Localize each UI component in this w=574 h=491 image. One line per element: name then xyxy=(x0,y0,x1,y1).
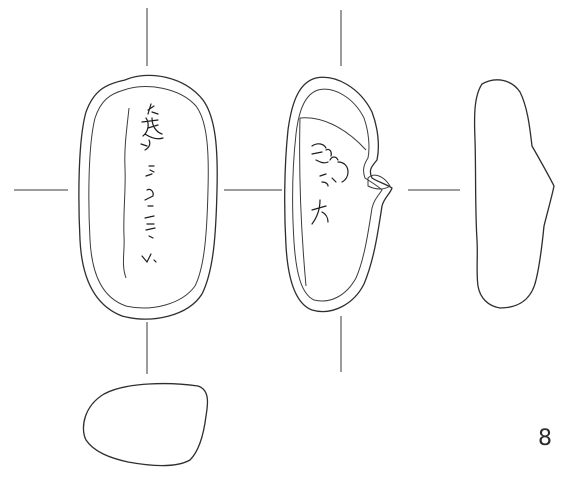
figure-number: 8 xyxy=(538,426,552,451)
cross-section-outline xyxy=(82,382,209,467)
side-view-outline xyxy=(284,76,393,313)
side-inscription xyxy=(311,143,349,225)
side-view-fracture xyxy=(299,117,367,287)
front-view-break-line xyxy=(122,107,130,279)
side-view-inner-rim xyxy=(292,88,383,302)
front-view-outline xyxy=(78,74,218,320)
front-view xyxy=(78,74,218,320)
side-view xyxy=(284,76,393,313)
front-inscription xyxy=(140,103,164,263)
front-view-inner-rim xyxy=(88,86,209,309)
guide-lines xyxy=(14,8,460,374)
side-view-chip xyxy=(367,174,391,190)
profile-view-outline xyxy=(473,79,555,309)
cross-section-view xyxy=(82,382,209,467)
profile-view xyxy=(473,79,555,309)
